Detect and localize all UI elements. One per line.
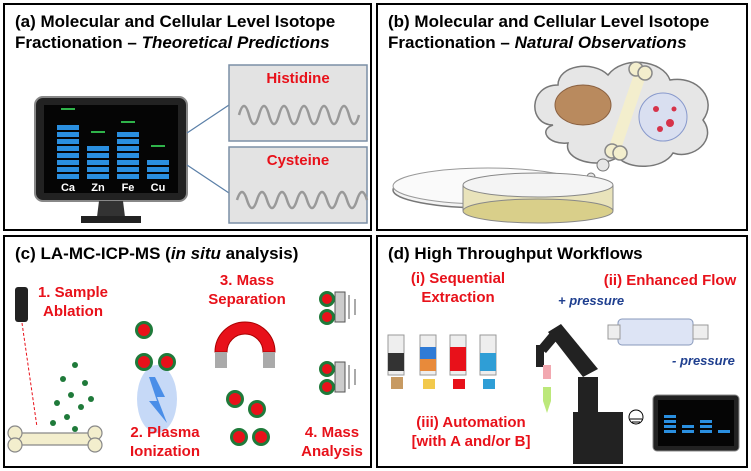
- step-iii-label: (iii) Automation[with A and/or B]: [411, 414, 531, 450]
- ion-icons-detector: [319, 291, 335, 395]
- minus-pressure-label: - pressure: [672, 353, 735, 368]
- extraction-columns: [387, 334, 497, 389]
- monitor-label-ca: Ca: [61, 182, 76, 194]
- detector-icons: [334, 291, 356, 393]
- panel-a-graphic: Ca Zn Fe Cu: [34, 64, 369, 224]
- panel-d-graphic: [387, 318, 740, 464]
- monitor-icon: [34, 96, 188, 223]
- histidine-label: Histidine: [266, 70, 330, 87]
- cysteine-box: [228, 146, 368, 224]
- pipette-tips: [543, 365, 551, 413]
- small-monitor-icon: [652, 394, 740, 452]
- helix-icon-1: [237, 104, 361, 126]
- step-ii-label: (ii) Enhanced Flow: [603, 272, 737, 289]
- panel-c-title: (c) LA-MC-ICP-MS (in situ analysis): [15, 244, 299, 263]
- panel-b: (b) Molecular and Cellular Level Isotope…: [376, 3, 748, 231]
- bone-sample-icon: [7, 425, 103, 453]
- bone-icon: [604, 61, 653, 161]
- helix-icon-2: [235, 190, 369, 210]
- magnet-icon: [214, 321, 276, 368]
- laser-icon: [15, 287, 38, 428]
- monitor-label-zn: Zn: [91, 182, 105, 194]
- monitor-label-fe: Fe: [122, 182, 135, 194]
- brain-icon: [554, 84, 612, 126]
- histidine-box: [228, 64, 368, 142]
- panel-d: (d) High Throughput Workflows: [376, 235, 748, 468]
- robot-arm-icon: [536, 324, 623, 464]
- tissue-icon: [638, 92, 688, 142]
- cysteine-label: Cysteine: [266, 152, 330, 169]
- panel-a: (a) Molecular and Cellular Level Isotope…: [3, 3, 372, 231]
- panel-a-title: (a) Molecular and Cellular Level Isotope…: [15, 12, 336, 52]
- panel-c: (c) LA-MC-ICP-MS (in situ analysis): [3, 235, 372, 468]
- panel-d-title: (d) High Throughput Workflows: [388, 244, 643, 263]
- monitor-label-cu: Cu: [151, 182, 166, 194]
- panel-b-title: (b) Molecular and Cellular Level Isotope…: [388, 12, 710, 52]
- particle-cloud: [50, 362, 94, 432]
- ion-icons-separation: [226, 390, 270, 446]
- ground-icon: [628, 409, 644, 425]
- panel-c-graphic: [7, 287, 356, 453]
- petri-dish-icon: [392, 167, 614, 224]
- plus-pressure-label: + pressure: [558, 293, 625, 308]
- ion-icons-plasma: [135, 321, 176, 371]
- panel-b-graphic: [392, 61, 709, 224]
- flow-device-icon: [607, 318, 709, 346]
